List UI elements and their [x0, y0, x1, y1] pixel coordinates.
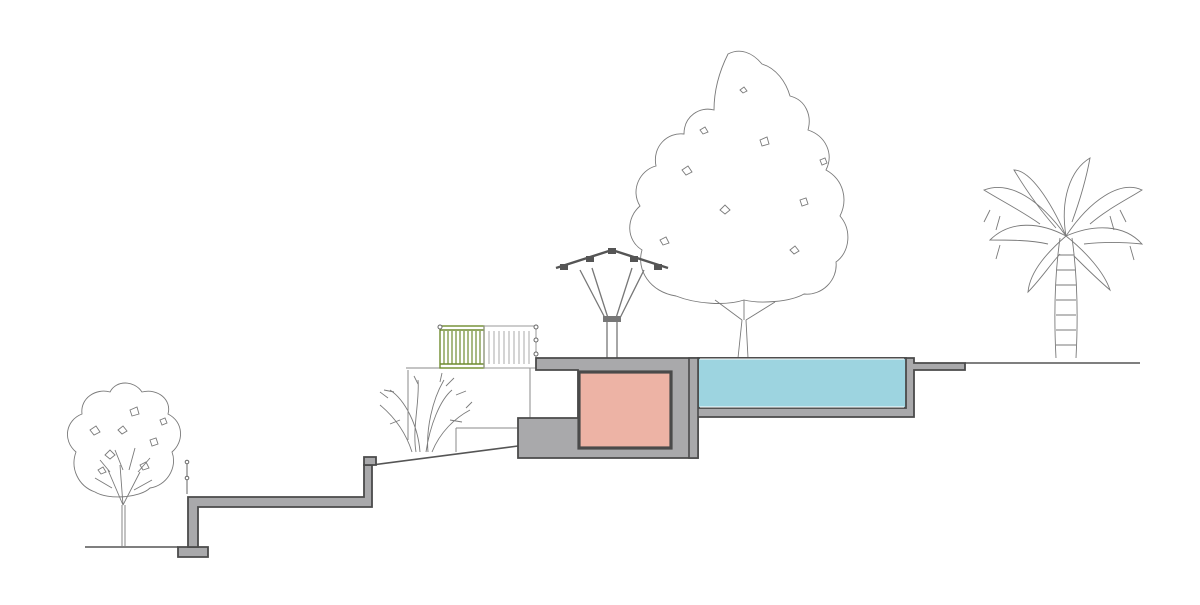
large-tree	[629, 50, 849, 359]
terrace-structure	[406, 367, 536, 452]
garden-steps	[177, 456, 377, 558]
swimming-pool	[697, 357, 907, 409]
pergola	[555, 248, 669, 358]
deck-railing	[437, 324, 539, 369]
palm-tree	[982, 157, 1144, 359]
pool-wall-left	[688, 357, 699, 459]
shrub	[379, 372, 473, 453]
deciduous-tree-left	[67, 382, 181, 546]
level-marker-left	[184, 459, 190, 494]
ground-line	[85, 362, 1140, 548]
room-volume	[577, 370, 673, 450]
